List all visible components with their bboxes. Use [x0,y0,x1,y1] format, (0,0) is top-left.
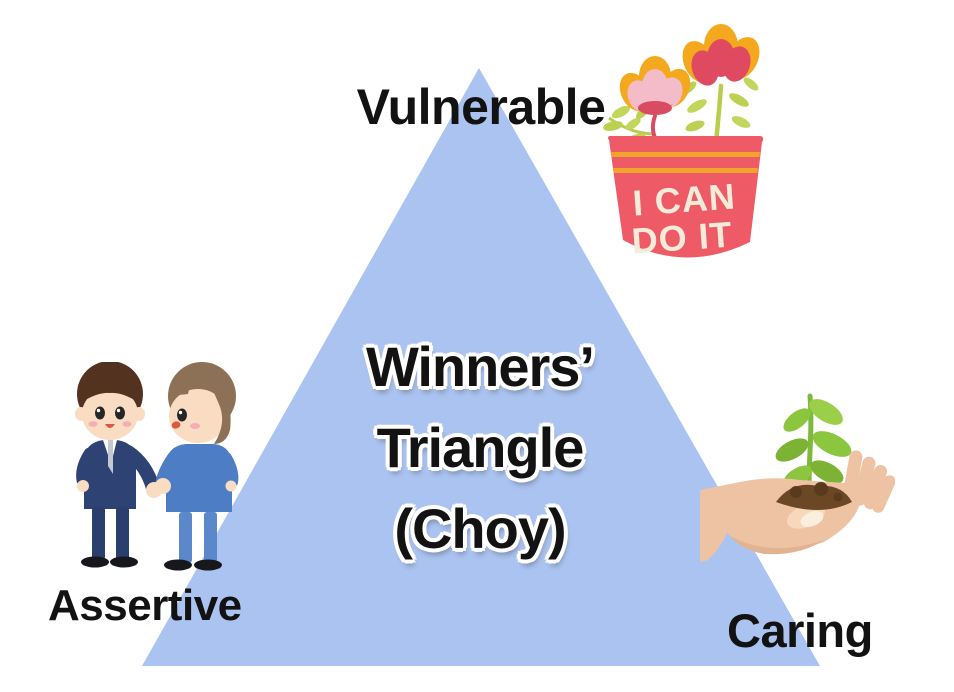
flower-left-pink [619,56,691,115]
right-man [155,362,239,571]
corner-label-assertive: Assertive [48,581,242,630]
title-line-3: (Choy) [394,497,566,560]
hand-seedling-icon [700,393,895,562]
left-man [75,362,160,568]
pot-body: I CAN DO IT [608,136,764,262]
flower-right-red [682,24,760,86]
handshake-icon [75,362,239,571]
corner-label-caring: Caring [727,604,873,657]
pot-text-line-1: I CAN [631,175,737,223]
pot-text-line-2: DO IT [630,214,734,262]
clasped-hands [146,478,171,498]
title-line-1: Winners’ [366,335,595,398]
triangle-polygon [142,68,820,666]
diagram-title: Winners’ Triangle (Choy) [270,326,690,569]
leaf-sprays [603,77,759,143]
flower-pot-icon: I CAN DO IT [603,24,764,262]
corner-label-vulnerable: Vulnerable [356,79,606,135]
soil [776,482,852,510]
title-line-2: Triangle [376,416,585,479]
seedling [775,393,852,501]
